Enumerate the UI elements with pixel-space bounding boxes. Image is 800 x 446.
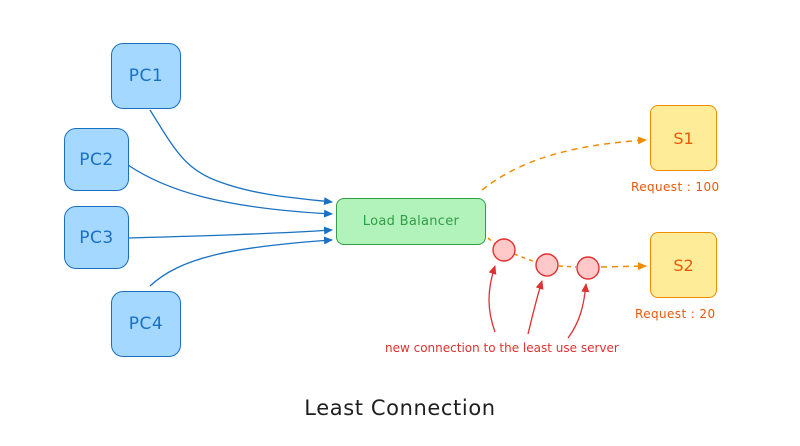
arrow-lb-to-s1 xyxy=(481,136,647,191)
annotation-arrow-2 xyxy=(527,280,544,335)
client-node-pc2: PC2 xyxy=(64,128,129,191)
annotation-arrow-3 xyxy=(567,283,590,339)
arrow-pc2-to-lb xyxy=(127,164,333,218)
server-label: S2 xyxy=(673,255,694,275)
connection-circle-2 xyxy=(535,253,559,277)
client-node-pc3: PC3 xyxy=(64,206,129,269)
dash-conn2-to-conn3 xyxy=(558,265,577,268)
arrow-conn3-to-s2 xyxy=(600,262,647,271)
dash-lb-to-conn1 xyxy=(487,237,496,245)
client-node-pc4: PC4 xyxy=(111,291,181,357)
diagram-title: Least Connection xyxy=(304,396,496,420)
client-node-pc1: PC1 xyxy=(111,43,181,109)
annotation-arrow-1 xyxy=(488,265,497,333)
server-s2-request-count: Request : 20 xyxy=(635,307,716,321)
connection-annotation: new connection to the least use server xyxy=(385,341,619,355)
server-node-s1: S1 xyxy=(650,105,717,171)
arrow-pc4-to-lb xyxy=(149,236,333,287)
client-label: PC2 xyxy=(79,149,114,170)
connection-circle-1 xyxy=(492,238,516,262)
server-s1-request-count: Request : 100 xyxy=(631,180,720,194)
arrow-pc1-to-lb xyxy=(149,109,333,206)
client-label: PC1 xyxy=(128,66,164,86)
client-label: PC4 xyxy=(128,314,164,334)
server-node-s2: S2 xyxy=(650,232,717,298)
load-balancer-label: Load Balancer xyxy=(362,214,460,229)
dash-conn1-to-conn2 xyxy=(513,253,536,263)
arrow-pc3-to-lb xyxy=(127,226,333,239)
server-label: S1 xyxy=(673,128,694,148)
load-balancer-node: Load Balancer xyxy=(336,198,486,245)
client-label: PC3 xyxy=(79,227,114,248)
connection-circle-3 xyxy=(576,256,600,280)
